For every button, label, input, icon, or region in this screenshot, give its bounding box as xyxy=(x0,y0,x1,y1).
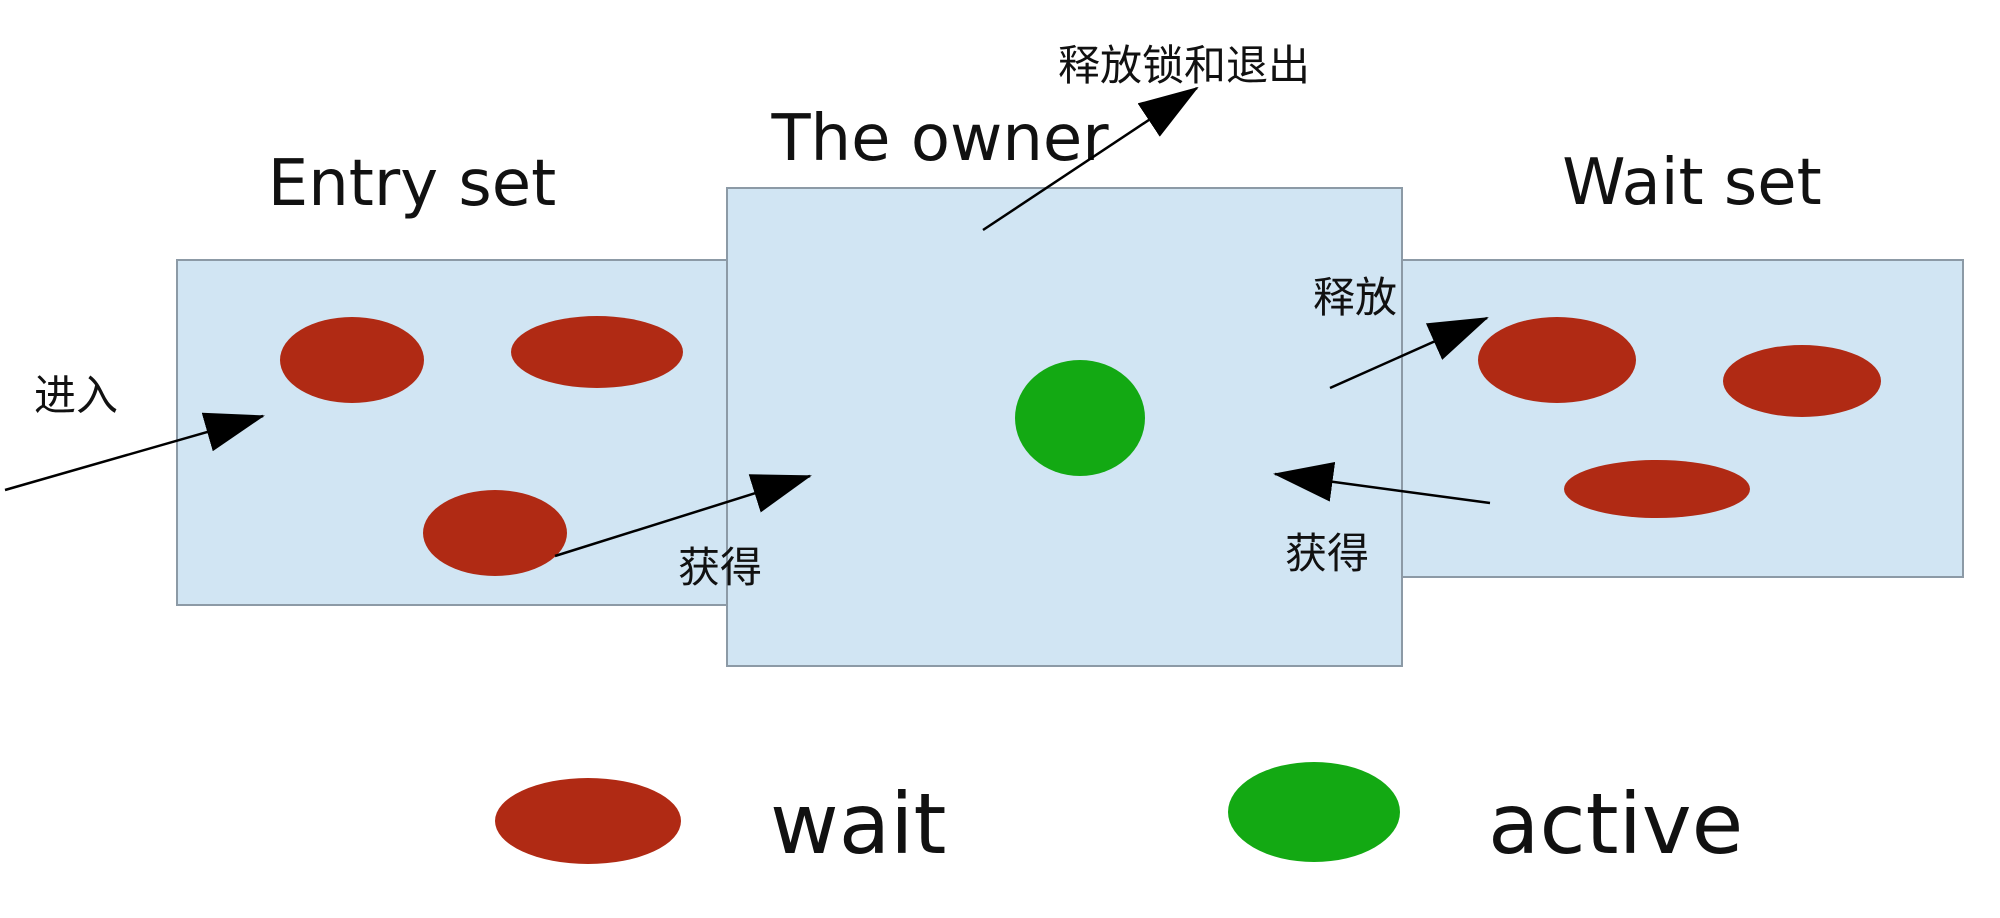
entry-wait-thread xyxy=(280,317,424,403)
acquire-from-entry-label: 获得 xyxy=(678,543,762,592)
owner-active-thread xyxy=(1015,360,1145,476)
legend-active-label: active xyxy=(1488,775,1743,873)
release-label: 释放 xyxy=(1313,273,1397,322)
entry-wait-thread xyxy=(511,316,683,388)
release-and-exit-label: 释放锁和退出 xyxy=(1058,41,1310,90)
legend-wait-swatch xyxy=(495,778,681,864)
acquire-from-wait-label: 获得 xyxy=(1285,529,1369,578)
acquire-from-wait-arrow xyxy=(1273,461,1491,505)
waitset-wait-thread xyxy=(1723,345,1881,417)
waitset-wait-thread xyxy=(1478,317,1636,403)
acquire-from-entry-arrow xyxy=(554,474,812,558)
waitset-wait-thread xyxy=(1564,460,1750,518)
wait-set-title: Wait set xyxy=(1562,146,1821,220)
entry-set-title: Entry set xyxy=(268,147,556,221)
entry-wait-thread xyxy=(423,490,567,576)
release-and-exit-arrow xyxy=(982,86,1199,232)
legend-active-swatch xyxy=(1228,762,1400,862)
release-arrow xyxy=(1329,316,1489,390)
legend-wait-label: wait xyxy=(770,775,946,873)
wait-set-box xyxy=(1399,259,1964,578)
enter-arrow xyxy=(4,412,265,492)
owner-title: The owner xyxy=(770,102,1109,176)
enter-label: 进入 xyxy=(34,371,118,420)
